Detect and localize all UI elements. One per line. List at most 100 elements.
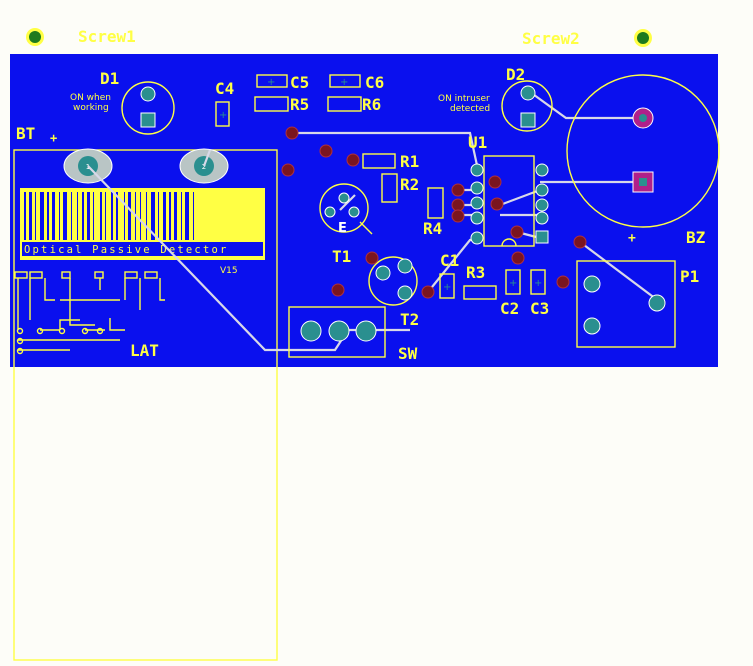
d2-note-1: ON intruser — [438, 94, 490, 104]
u1-pin-7 — [535, 183, 549, 197]
d1-label: D1 — [100, 69, 119, 88]
r3-footprint — [463, 285, 497, 300]
sw-label: SW — [398, 344, 418, 363]
barcode-bar — [59, 192, 60, 240]
c2-label: C2 — [500, 299, 519, 318]
d1-note-1: ON when — [70, 93, 111, 103]
bz-outline — [566, 74, 720, 228]
barcode-bar — [82, 192, 84, 240]
u1-pin-5 — [470, 231, 484, 245]
u1-pin-8 — [535, 163, 549, 177]
barcode-bar — [169, 192, 171, 240]
u1-pin-4 — [470, 211, 484, 225]
barcode-bar — [47, 192, 49, 240]
barcode-bar — [174, 192, 177, 240]
bz-label: BZ — [686, 228, 706, 247]
d2-pad-2 — [520, 112, 536, 128]
u1-pin-6 — [535, 198, 549, 212]
r5-footprint — [254, 96, 289, 112]
c4-footprint — [215, 101, 230, 127]
lat-footprint — [14, 271, 165, 355]
via — [451, 209, 465, 223]
p1-pad-2 — [648, 294, 666, 312]
barcode-bar — [124, 192, 125, 240]
bt-plus: + — [50, 131, 57, 145]
bt-label: BT — [16, 124, 35, 143]
via — [511, 251, 525, 265]
via — [573, 235, 587, 249]
t2-label: T2 — [400, 310, 419, 329]
screw2-label: Screw2 — [522, 29, 580, 48]
t2-pad-2 — [397, 258, 413, 274]
barcode-bar — [87, 192, 90, 240]
via — [451, 183, 465, 197]
sw-pad-1-core — [306, 326, 316, 336]
barcode-bar — [35, 192, 36, 240]
barcode-bar — [63, 192, 67, 240]
c3-footprint — [530, 269, 546, 295]
c5-footprint — [256, 74, 288, 88]
via — [319, 144, 333, 158]
bz-pad-1-core — [639, 114, 647, 122]
c6-label: C6 — [365, 73, 384, 92]
u1-pin-9 — [535, 211, 549, 225]
barcode-bar — [158, 192, 159, 240]
c4-plus: + — [219, 110, 227, 121]
barcode-bar — [105, 192, 106, 240]
lat-label: LAT — [130, 341, 159, 360]
battery-outline — [13, 149, 278, 661]
bz-plus: + — [628, 231, 636, 246]
p1-pad-1 — [583, 275, 601, 293]
r2-label: R2 — [400, 175, 419, 194]
barcode-bar — [93, 192, 94, 240]
r6-footprint — [327, 96, 362, 112]
t2-pad-3 — [397, 285, 413, 301]
c1-footprint — [439, 273, 455, 299]
u1-pin-10 — [535, 230, 549, 244]
via — [488, 175, 502, 189]
screw1-label: Screw1 — [78, 27, 136, 46]
c5-plus: + — [267, 77, 275, 88]
t2-outline — [368, 256, 418, 306]
sw-pad-2-core — [334, 326, 344, 336]
r4-label: R4 — [423, 219, 442, 238]
barcode-bar — [71, 192, 72, 240]
vias — [281, 126, 587, 299]
c2-plus: + — [509, 278, 517, 289]
barcode-bar — [128, 192, 131, 240]
r2-footprint — [381, 173, 398, 203]
c3-plus: + — [534, 278, 542, 289]
via — [281, 163, 295, 177]
sw-outline — [288, 306, 386, 358]
via — [285, 126, 299, 140]
d1-note-2: working — [73, 103, 109, 113]
barcode-bar — [181, 192, 182, 240]
c4-label: C4 — [215, 79, 234, 98]
u1-pin-2 — [470, 181, 484, 195]
t1-pad-2 — [324, 206, 336, 218]
screw2-hole-inner — [637, 32, 649, 44]
barcode-bar — [24, 192, 26, 240]
p1-outline — [576, 260, 676, 348]
screw1-hole-inner — [29, 31, 41, 43]
c5-label: C5 — [290, 73, 309, 92]
c6-footprint — [329, 74, 361, 88]
bt-pad-2-num: 2 — [202, 163, 206, 171]
via — [510, 225, 524, 239]
via — [556, 275, 570, 289]
c2-footprint — [505, 269, 521, 295]
barcode-bar — [29, 192, 32, 240]
u1-outline — [483, 155, 535, 247]
via — [421, 285, 435, 299]
t1-flat — [359, 221, 373, 235]
bz-pad-2-core — [639, 178, 647, 186]
c6-plus: + — [340, 77, 348, 88]
via — [331, 283, 345, 297]
u1-pin-1 — [470, 163, 484, 177]
barcode-bar — [185, 192, 189, 240]
t1-pad-3 — [348, 206, 360, 218]
r4-footprint — [427, 187, 444, 219]
barcode-text: Optical Passive Detector — [24, 244, 229, 256]
d2-outline — [501, 80, 553, 132]
